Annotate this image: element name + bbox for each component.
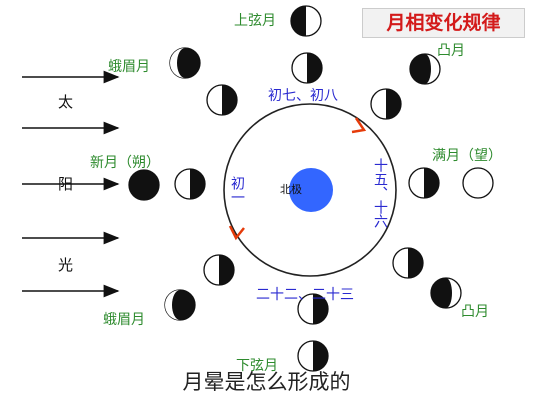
sun-label-top: 太 (58, 93, 74, 111)
outer-moon-first-quarter (290, 5, 322, 37)
sun-label-bottom: 光 (58, 256, 74, 274)
moon-orbit (223, 103, 397, 277)
outer-moon-crescent-top (169, 47, 201, 79)
image-caption: 月晕是怎么形成的 (182, 370, 351, 394)
day-label-bottom: 二十二、二十三 (256, 287, 354, 303)
earth-icon (289, 168, 333, 212)
day-label-left: 初一 (229, 176, 245, 204)
outer-moon-gibbous-bottom (430, 277, 462, 309)
label-last-quarter: 下弦月 (236, 358, 278, 374)
outer-moon-new (128, 169, 160, 201)
sunlight-arrows (22, 70, 120, 298)
inner-moon-bottom (297, 293, 329, 325)
north-pole-label: 北极 (280, 183, 302, 196)
outer-moon-last-quarter (297, 340, 329, 372)
inner-moon-top-left (206, 84, 238, 116)
label-full: 满月（望） (432, 148, 502, 164)
label-crescent-bottom: 蛾眉月 (103, 312, 145, 328)
outer-moon-full (462, 167, 494, 199)
inner-moon-top (291, 52, 323, 84)
label-new: 新月（朔） (90, 155, 160, 171)
orbit-arrow-top (351, 117, 367, 134)
inner-moon-right (408, 167, 440, 199)
inner-moon-bottom-left (203, 254, 235, 286)
outer-moon-gibbous-top (409, 53, 441, 85)
label-gibbous-bottom: 凸月 (461, 304, 489, 320)
inner-moon-top-right (370, 88, 402, 120)
outer-moon-crescent-bottom (164, 289, 196, 321)
day-label-right: 十五、十六 (372, 158, 388, 228)
day-label-top: 初七、初八 (268, 88, 338, 104)
diagram-title: 月相变化规律 (362, 8, 525, 38)
orbit-arrow-bottom (228, 225, 245, 241)
inner-moon-bottom-right (392, 247, 424, 279)
label-first-quarter: 上弦月 (234, 13, 276, 29)
label-gibbous-top: 凸月 (437, 43, 465, 59)
inner-moon-left (174, 168, 206, 200)
label-crescent-top: 蛾眉月 (108, 59, 150, 75)
sun-label-mid: 阳 (58, 175, 74, 193)
